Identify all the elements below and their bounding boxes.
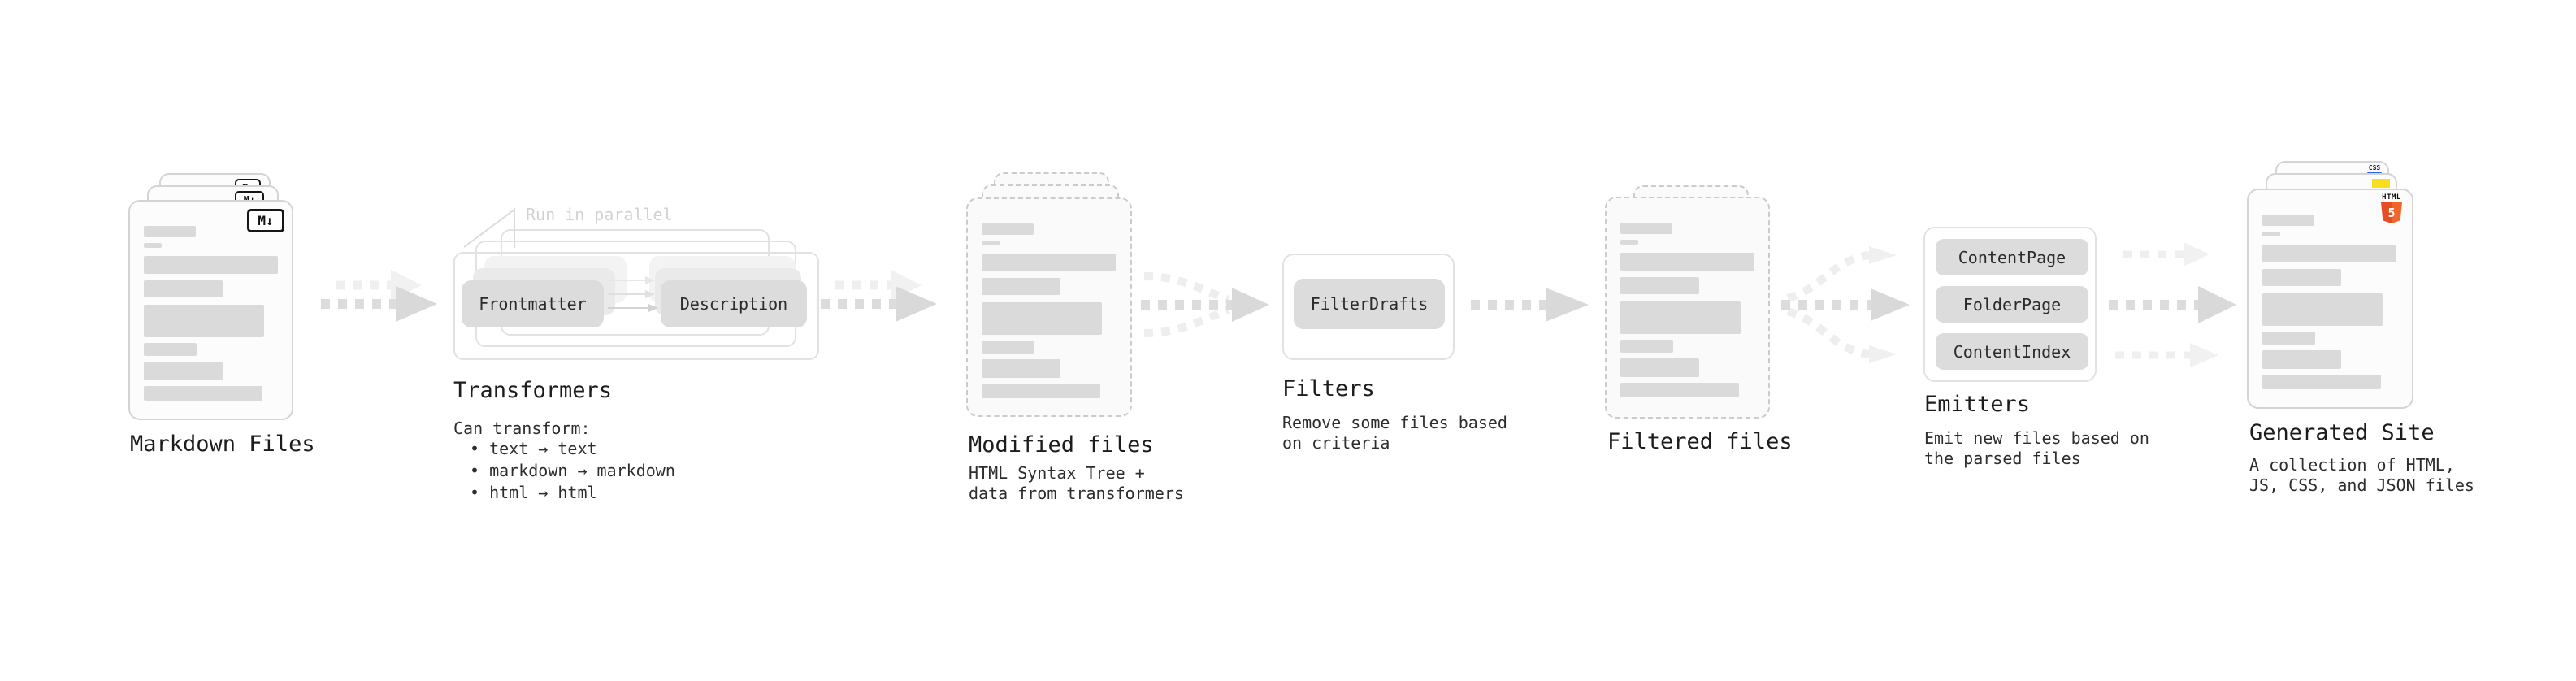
placeholder-bar [982,278,1060,295]
placeholder-bar [1620,240,1638,245]
run-in-parallel-annotation: Run in parallel [526,205,673,224]
placeholder-bar [982,384,1100,398]
arrow-filters-to-filtered [1468,284,1594,328]
html5-icon: HTML 5 [2380,193,2403,223]
filtered-files-label: Filtered files [1607,429,1793,454]
placeholder-bar [982,254,1116,271]
placeholder-bar [144,362,223,380]
parallel-mini-arrows [608,275,665,320]
transform-bullet-html: • html → html [470,483,597,502]
placeholder-bar [982,340,1034,354]
emitters-description: Emit new files based on the parsed files [1924,428,2149,468]
frontmatter-box-label: Frontmatter [479,294,587,314]
generated-site-description: A collection of HTML, JS, CSS, and JSON … [2249,455,2474,495]
filters-container-box [1282,254,1455,360]
placeholder-bar [2262,269,2341,286]
arrow-modified-to-filters [1136,264,1274,349]
description-box-label: Description [679,294,788,314]
doc-placeholder-lines [2249,190,2412,407]
placeholder-bar [2262,293,2383,326]
transformers-label: Transformers [453,378,613,403]
placeholder-bar [2262,350,2341,369]
contentindex-box: ContentIndex [1936,333,2088,370]
contentpage-box: ContentPage [1936,239,2088,275]
contentpage-box-label: ContentPage [1958,247,2066,267]
placeholder-bar [2262,232,2280,236]
placeholder-bar [144,256,278,274]
placeholder-bar [982,302,1102,335]
transformer-layer-front [453,252,819,360]
transform-bullet-text: • text → text [470,439,597,458]
filters-label: Filters [1282,376,1375,401]
placeholder-bar [1620,358,1699,377]
generated-doc-html: HTML 5 [2247,189,2413,409]
modified-doc-front [966,197,1132,417]
description-box: Description [661,280,807,327]
modified-files-description: HTML Syntax Tree + data from transformer… [969,463,1184,503]
arrow-emitters-to-generated [2109,236,2251,377]
generated-site-label: Generated Site [2249,420,2435,445]
run-in-parallel-leader-line [459,202,524,262]
placeholder-bar [1620,223,1672,234]
filtered-doc-front [1605,197,1770,419]
placeholder-bar [144,280,223,297]
placeholder-bar [2262,245,2396,262]
folderpage-box-label: FolderPage [1962,294,2062,314]
placeholder-bar [144,343,197,356]
arrow-filtered-to-emitters [1778,240,1912,377]
contentindex-box-label: ContentIndex [1953,341,2071,362]
filters-description: Remove some files based on criteria [1282,413,1507,453]
markdown-doc-front: M↓ [128,200,293,420]
markdown-icon: M↓ [247,209,284,232]
doc-placeholder-lines [130,202,292,419]
markdown-files-label: Markdown Files [130,432,315,457]
filterdrafts-box-label: FilterDrafts [1310,294,1429,314]
placeholder-bar [144,305,264,337]
placeholder-bar [1620,301,1741,334]
placeholder-bar [982,241,1000,245]
placeholder-bar [2262,332,2315,345]
can-transform-title: Can transform: [453,419,591,438]
doc-placeholder-lines [968,199,1130,415]
doc-placeholder-lines [1607,198,1768,417]
js-icon [2372,179,2390,188]
placeholder-bar [1620,253,1754,271]
placeholder-bar [1620,277,1699,294]
arrow-markdown-to-transformers [321,264,443,332]
emitters-container-box: ContentPage FolderPage ContentIndex [1923,227,2097,382]
placeholder-bar [982,359,1060,378]
modified-files-label: Modified files [969,432,1154,458]
folderpage-box: FolderPage [1936,286,2088,323]
frontmatter-box: Frontmatter [462,280,604,327]
arrow-transformers-to-modified [821,264,943,332]
emitters-label: Emitters [1924,392,2031,417]
placeholder-bar [2262,375,2381,389]
placeholder-bar [144,243,162,248]
transform-bullet-markdown: • markdown → markdown [470,461,675,480]
placeholder-bar [1620,383,1739,397]
filterdrafts-box: FilterDrafts [1294,279,1445,329]
placeholder-bar [2262,215,2314,226]
placeholder-bar [144,226,196,237]
placeholder-bar [144,386,262,401]
placeholder-bar [1620,340,1673,353]
placeholder-bar [982,223,1034,235]
